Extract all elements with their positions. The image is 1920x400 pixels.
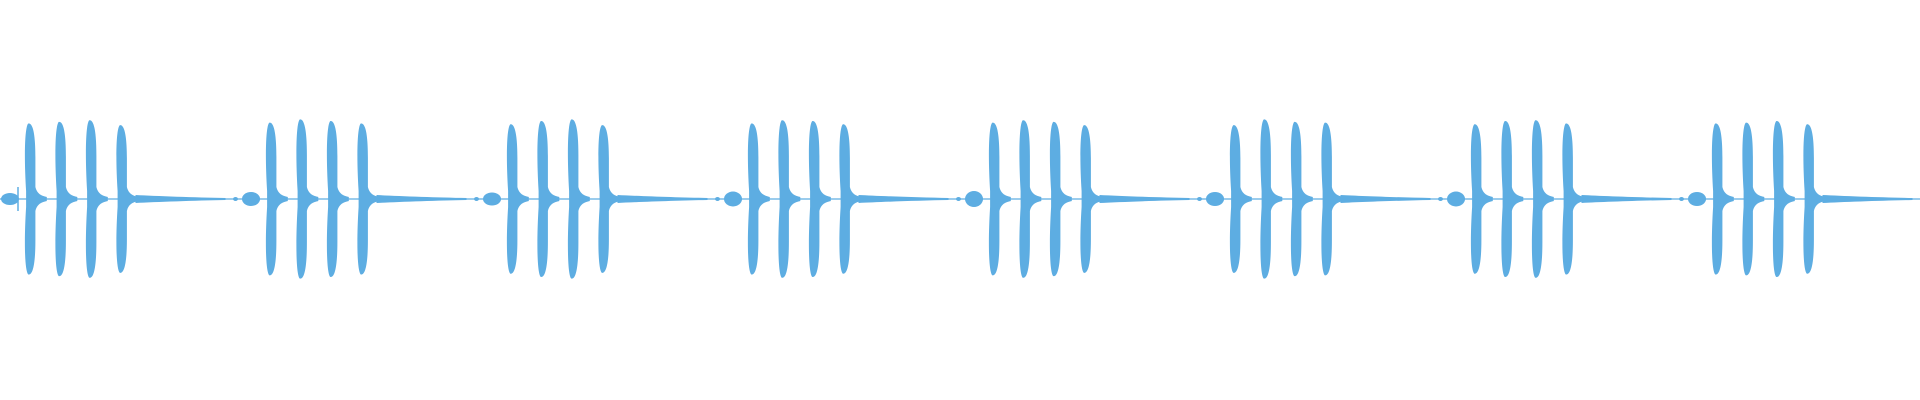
- noise-dot: [1197, 197, 1202, 201]
- waveform-burst: [296, 119, 319, 279]
- lead-in-blob: [1, 193, 19, 205]
- waveform-burst: [1711, 123, 1734, 275]
- waveform-burst: [1260, 119, 1283, 279]
- waveform-burst: [1080, 125, 1103, 273]
- decay-tail: [617, 195, 708, 203]
- burst-groups: [1, 119, 1913, 279]
- waveform-burst: [24, 123, 47, 275]
- noise-dot: [474, 197, 479, 201]
- waveform-burst: [778, 120, 801, 278]
- waveform-burst: [1562, 123, 1585, 275]
- noise-dot: [715, 197, 720, 201]
- waveform-burst: [357, 123, 380, 275]
- burst-group: [1206, 119, 1509, 279]
- noise-dot: [1438, 197, 1443, 201]
- decay-tail: [135, 195, 226, 203]
- waveform-burst: [116, 125, 139, 273]
- waveform-burst: [1742, 122, 1765, 276]
- burst-group: [724, 120, 1027, 278]
- lead-in-blob: [1688, 192, 1706, 206]
- waveform-burst: [988, 122, 1011, 276]
- burst-group: [1688, 121, 1913, 277]
- decay-tail: [1340, 195, 1431, 203]
- decay-tail: [376, 195, 467, 203]
- lead-in-blob: [965, 191, 983, 207]
- waveform-burst: [567, 119, 590, 279]
- waveform-burst: [1470, 124, 1493, 274]
- waveform-burst: [265, 122, 288, 276]
- lead-in-blob: [242, 192, 260, 206]
- lead-in-blob: [1447, 191, 1465, 207]
- waveform-burst: [1772, 121, 1795, 277]
- noise-dot: [956, 197, 961, 201]
- waveform-burst: [839, 124, 862, 274]
- burst-group: [965, 120, 1268, 278]
- waveform-burst: [598, 125, 621, 273]
- lead-in-blob: [483, 192, 501, 206]
- decay-tail: [1822, 195, 1913, 203]
- noise-dot: [233, 197, 238, 201]
- decay-tail: [1099, 195, 1190, 203]
- waveform-burst: [1531, 120, 1554, 278]
- waveform-burst: [1803, 124, 1826, 274]
- waveform-burst: [326, 121, 349, 277]
- waveform-burst: [808, 121, 831, 277]
- waveform-burst: [537, 121, 560, 277]
- decay-tail: [1581, 195, 1672, 203]
- burst-group: [1447, 120, 1750, 278]
- lead-in-blob: [1206, 192, 1224, 206]
- waveform-burst: [1229, 125, 1252, 273]
- burst-group: [483, 119, 786, 279]
- waveform-burst: [1501, 121, 1524, 277]
- waveform-burst: [1290, 121, 1313, 277]
- waveform-burst: [506, 124, 529, 274]
- waveform-burst: [1019, 120, 1042, 278]
- waveform-burst: [85, 120, 108, 278]
- waveform-burst: [747, 123, 770, 275]
- noise-dot: [1679, 197, 1684, 201]
- waveform-burst: [1049, 121, 1072, 277]
- decay-tail: [858, 195, 949, 203]
- lead-in-blob: [724, 191, 742, 207]
- waveform-burst: [1321, 122, 1344, 276]
- waveform-burst: [55, 121, 78, 277]
